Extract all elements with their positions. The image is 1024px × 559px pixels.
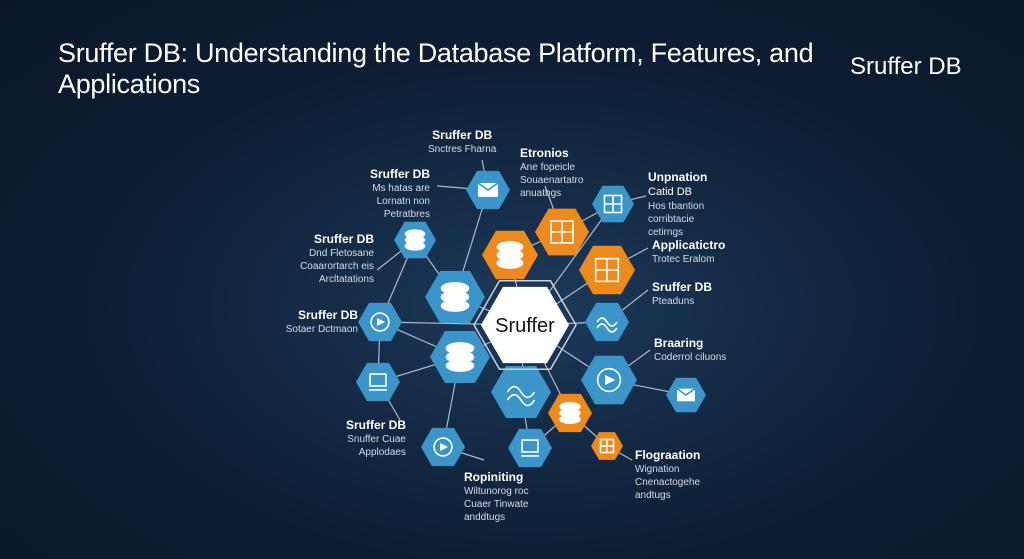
hex-node-n5 bbox=[430, 331, 490, 383]
document-icon bbox=[603, 194, 623, 214]
label-applications: Applicatictro Trotec Eralom bbox=[652, 238, 725, 266]
label-line: Arcltatations bbox=[318, 274, 374, 285]
label-line: Coderrol ciluons bbox=[654, 352, 727, 363]
label-line: Pteaduns bbox=[652, 296, 695, 307]
label-left-bottom: Sruffer DB Snuffer Cuae Applodaes bbox=[336, 418, 406, 459]
label-title: Sruffer DB bbox=[369, 167, 430, 181]
label-line: Cuaer Tinwate bbox=[464, 499, 529, 510]
hex-node-n3 bbox=[425, 271, 485, 323]
hex-node-n11 bbox=[535, 208, 589, 256]
label-line: Ms hatas are bbox=[372, 183, 430, 194]
label-left-upper: Sruffer DB Ms hatas are Lornatn non Petr… bbox=[350, 167, 430, 221]
label-line: Petratbres bbox=[383, 209, 430, 220]
hex-node-n1 bbox=[466, 170, 510, 210]
monitor-icon bbox=[369, 373, 387, 391]
workflow-icon bbox=[506, 385, 536, 407]
hex-node-n9 bbox=[508, 428, 552, 468]
database-icon bbox=[445, 342, 475, 372]
mail-icon bbox=[477, 182, 499, 197]
database-icon bbox=[440, 282, 470, 312]
hex-node-n6 bbox=[356, 362, 400, 402]
label-left-middle: Sruffer DB Dnd Fletosane Coaarortarch ei… bbox=[290, 232, 374, 286]
label-line: Ane fopeicle bbox=[520, 162, 576, 173]
label-line: Dnd Fletosane bbox=[308, 248, 374, 259]
label-unpnation: Unpnation Catid DB Hos tbantion corribta… bbox=[648, 170, 707, 239]
label-line: Catid DB bbox=[648, 186, 693, 198]
brand-label: Sruffer DB bbox=[850, 53, 962, 80]
stack-icon bbox=[496, 241, 524, 269]
label-braaring: Braaring Coderrol ciluons bbox=[654, 336, 726, 364]
label-title: Sruffer DB bbox=[313, 232, 374, 246]
label-line: Snuffer Cuae bbox=[347, 434, 406, 445]
hex-node-n17 bbox=[548, 393, 592, 433]
hex-node-n4 bbox=[358, 302, 402, 342]
cloud-icon bbox=[596, 317, 618, 333]
label-right-sruffer: Sruffer DB Pteaduns bbox=[652, 280, 712, 308]
label-line: Hos tbantion bbox=[648, 201, 705, 212]
label-top-center: Sruffer DB Snctres Fharna bbox=[428, 128, 496, 156]
hex-node-n2 bbox=[394, 221, 436, 259]
hex-node-n15 bbox=[581, 355, 637, 405]
grid-icon bbox=[594, 257, 620, 283]
label-line: Cnenactogehe bbox=[635, 477, 701, 488]
hex-node-n8 bbox=[491, 366, 551, 418]
label-title: Sruffer DB bbox=[345, 418, 406, 432]
hex-shape bbox=[508, 428, 552, 468]
play-icon bbox=[433, 437, 453, 457]
label-etronios: Etronios Ane fopeicle Souaenartatro anua… bbox=[520, 146, 583, 200]
label-line: Trotec Eralom bbox=[652, 254, 715, 265]
box-icon bbox=[550, 220, 574, 244]
label-ropiniting: Ropiniting Wiltunorog roc Cuaer Tinwate … bbox=[464, 470, 528, 524]
label-line: Wiltunorog roc bbox=[464, 486, 529, 497]
layers-icon bbox=[404, 229, 426, 251]
hex-node-n18 bbox=[591, 432, 623, 460]
label-title: Sruffer DB bbox=[297, 308, 358, 322]
label-line: Applodaes bbox=[358, 447, 406, 458]
hex-node-n10 bbox=[482, 230, 538, 280]
page-title: Sruffer DB: Understanding the Database P… bbox=[58, 38, 814, 99]
sync-icon bbox=[596, 367, 622, 393]
hex-node-n13 bbox=[579, 245, 635, 295]
label-title: Etronios bbox=[520, 146, 569, 160]
label-title: Unpnation bbox=[648, 170, 708, 184]
label-line: anuatbgs bbox=[520, 188, 562, 199]
inbox-icon bbox=[676, 388, 696, 402]
hex-node-n7 bbox=[421, 427, 465, 467]
center-node: Sruffer bbox=[473, 280, 577, 370]
label-title: Flograation bbox=[635, 448, 701, 462]
hex-nodes: Sruffer bbox=[356, 170, 706, 468]
label-line: corribtacie bbox=[648, 214, 695, 225]
label-line: cetirngs bbox=[648, 227, 684, 238]
database-icon bbox=[559, 401, 581, 425]
label-line: anddtugs bbox=[464, 512, 506, 523]
hex-shape bbox=[356, 362, 400, 402]
hex-node-n14 bbox=[585, 302, 629, 342]
hex-node-n16 bbox=[666, 377, 706, 413]
label-line: Lornatn non bbox=[376, 196, 430, 207]
label-left-lower: Sruffer DB Sotaer Dctmaon bbox=[280, 308, 358, 336]
label-flograation: Flograation Wignation Cnenactogehe andtu… bbox=[635, 448, 700, 502]
label-title: Braaring bbox=[654, 336, 704, 350]
label-line: Snctres Fharna bbox=[428, 144, 497, 155]
label-line: andtugs bbox=[635, 490, 671, 501]
device-icon bbox=[521, 439, 539, 457]
label-line: Souaenartatro bbox=[520, 175, 584, 186]
label-line: Sotaer Dctmaon bbox=[285, 324, 358, 335]
center-label: Sruffer bbox=[495, 315, 555, 337]
hex-node-n12 bbox=[592, 185, 634, 223]
card-icon bbox=[599, 438, 615, 454]
center-ring bbox=[473, 280, 577, 370]
label-title: Ropiniting bbox=[464, 470, 524, 484]
center-hex bbox=[481, 286, 569, 364]
label-title: Sruffer DB bbox=[652, 280, 713, 294]
label-title: Sruffer DB bbox=[432, 128, 493, 142]
chat-icon bbox=[370, 312, 390, 332]
label-line: Coaarortarch eis bbox=[300, 261, 374, 272]
label-title: Applicatictro bbox=[652, 238, 726, 252]
label-line: Wignation bbox=[635, 464, 680, 475]
